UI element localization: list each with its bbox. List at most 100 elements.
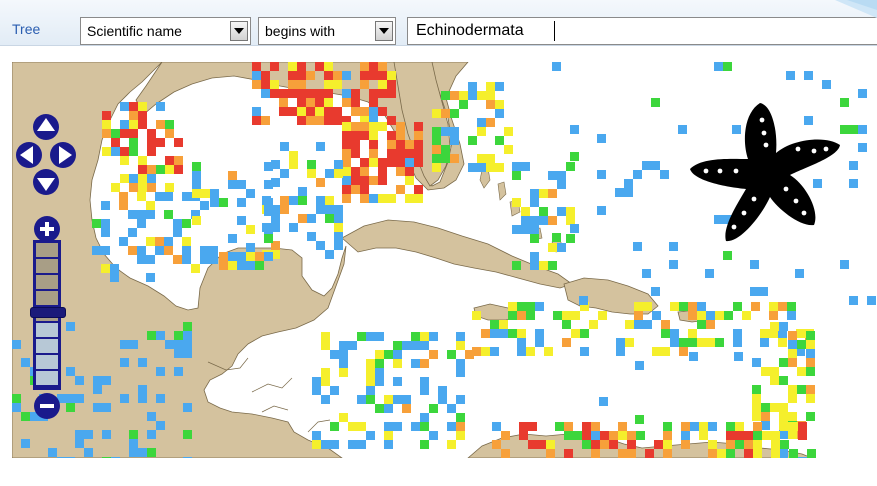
occurrence-cell bbox=[264, 234, 273, 243]
arrow-down-icon[interactable] bbox=[33, 169, 59, 195]
occurrence-cell bbox=[663, 440, 672, 449]
occurrence-cell bbox=[486, 154, 495, 163]
occurrence-cell bbox=[156, 421, 165, 430]
occurrence-cell bbox=[753, 422, 762, 431]
occurrence-cell bbox=[636, 431, 645, 440]
arrow-left-icon[interactable] bbox=[16, 142, 42, 168]
occurrence-cell bbox=[387, 131, 396, 140]
occurrence-cell bbox=[635, 361, 644, 370]
occurrence-cell bbox=[325, 196, 334, 205]
zoom-step[interactable] bbox=[36, 355, 58, 369]
occurrence-cell bbox=[557, 243, 566, 252]
occurrence-cell bbox=[699, 431, 708, 440]
zoom-in-icon[interactable] bbox=[33, 215, 61, 243]
occurrence-cell bbox=[771, 431, 780, 440]
occurrence-cell bbox=[375, 368, 384, 377]
occurrence-cell bbox=[129, 147, 138, 156]
occurrence-cell bbox=[366, 332, 375, 341]
occurrence-cell bbox=[624, 188, 633, 197]
starfish-dot bbox=[801, 210, 807, 216]
occurrence-cell bbox=[447, 440, 456, 449]
occurrence-cell bbox=[12, 394, 21, 403]
starfish-dot bbox=[717, 168, 723, 174]
occurrence-cell bbox=[339, 350, 348, 359]
occurrence-cell bbox=[84, 448, 93, 457]
occurrence-cell bbox=[670, 302, 679, 311]
field-select[interactable]: Scientific name bbox=[80, 17, 251, 45]
occurrence-cell bbox=[174, 156, 183, 165]
zoom-step[interactable] bbox=[36, 259, 58, 273]
operator-select[interactable]: begins with bbox=[258, 17, 396, 45]
occurrence-cell bbox=[751, 302, 760, 311]
occurrence-cell bbox=[521, 207, 530, 216]
occurrence-cell bbox=[369, 140, 378, 149]
zoom-step[interactable] bbox=[36, 243, 58, 257]
zoom-out-icon[interactable] bbox=[33, 392, 61, 420]
occurrence-cell bbox=[164, 210, 173, 219]
occurrence-cell bbox=[548, 261, 557, 270]
map-canvas[interactable] bbox=[12, 62, 877, 458]
occurrence-cell bbox=[312, 440, 321, 449]
occurrence-cell bbox=[156, 102, 165, 111]
occurrence-cell bbox=[521, 216, 530, 225]
occurrence-cell bbox=[280, 196, 289, 205]
zoom-step[interactable] bbox=[36, 371, 58, 385]
occurrence-cell bbox=[75, 439, 84, 448]
occurrence-cell bbox=[733, 338, 742, 347]
zoom-step[interactable] bbox=[36, 339, 58, 353]
zoom-step[interactable] bbox=[36, 275, 58, 289]
occurrence-cell bbox=[411, 359, 420, 368]
occurrence-cell bbox=[357, 395, 366, 404]
occurrence-cell bbox=[744, 440, 753, 449]
occurrence-cell bbox=[321, 377, 330, 386]
tree-link[interactable]: Tree bbox=[12, 21, 41, 37]
map-view[interactable] bbox=[12, 62, 877, 458]
occurrence-cell bbox=[264, 180, 273, 189]
zoom-step[interactable] bbox=[36, 291, 58, 305]
occurrence-cell bbox=[769, 329, 778, 338]
occurrence-cell bbox=[351, 89, 360, 98]
occurrence-cell bbox=[316, 205, 325, 214]
starfish-dot bbox=[793, 198, 799, 204]
zoom-slider-handle[interactable] bbox=[30, 307, 66, 318]
occurrence-cell bbox=[334, 241, 343, 250]
occurrence-cell bbox=[192, 171, 201, 180]
occurrence-cell bbox=[252, 80, 261, 89]
occurrence-cell bbox=[342, 140, 351, 149]
corner-decoration bbox=[835, 0, 877, 18]
occurrence-cell bbox=[102, 403, 111, 412]
occurrence-cell bbox=[102, 120, 111, 129]
occurrence-cell bbox=[771, 440, 780, 449]
occurrence-cell bbox=[447, 422, 456, 431]
occurrence-cell bbox=[246, 189, 255, 198]
occurrence-cell bbox=[298, 196, 307, 205]
starfish-dot bbox=[759, 117, 765, 123]
arrow-up-icon[interactable] bbox=[33, 114, 59, 140]
operator-select-dropdown-icon[interactable] bbox=[375, 21, 393, 41]
occurrence-cell bbox=[165, 156, 174, 165]
occurrence-cell bbox=[324, 98, 333, 107]
occurrence-cell bbox=[219, 261, 228, 270]
arrow-right-icon[interactable] bbox=[50, 142, 76, 168]
occurrence-cell bbox=[387, 80, 396, 89]
occurrence-cell bbox=[192, 162, 201, 171]
starfish-dot bbox=[703, 168, 709, 174]
occurrence-cell bbox=[678, 125, 687, 134]
occurrence-cell bbox=[411, 341, 420, 350]
occurrence-cell bbox=[528, 440, 537, 449]
occurrence-cell bbox=[360, 185, 369, 194]
occurrence-cell bbox=[321, 440, 330, 449]
occurrence-cell bbox=[396, 149, 405, 158]
occurrence-cell bbox=[714, 215, 723, 224]
occurrence-cell bbox=[182, 255, 191, 264]
occurrence-cell bbox=[557, 180, 566, 189]
occurrence-cell bbox=[624, 179, 633, 188]
zoom-step[interactable] bbox=[36, 323, 58, 337]
occurrence-cell bbox=[778, 302, 787, 311]
occurrence-cell bbox=[155, 192, 164, 201]
occurrence-cell bbox=[530, 225, 539, 234]
search-input[interactable] bbox=[407, 17, 877, 45]
occurrence-cell bbox=[609, 440, 618, 449]
occurrence-cell bbox=[137, 246, 146, 255]
field-select-dropdown-icon[interactable] bbox=[230, 21, 248, 41]
